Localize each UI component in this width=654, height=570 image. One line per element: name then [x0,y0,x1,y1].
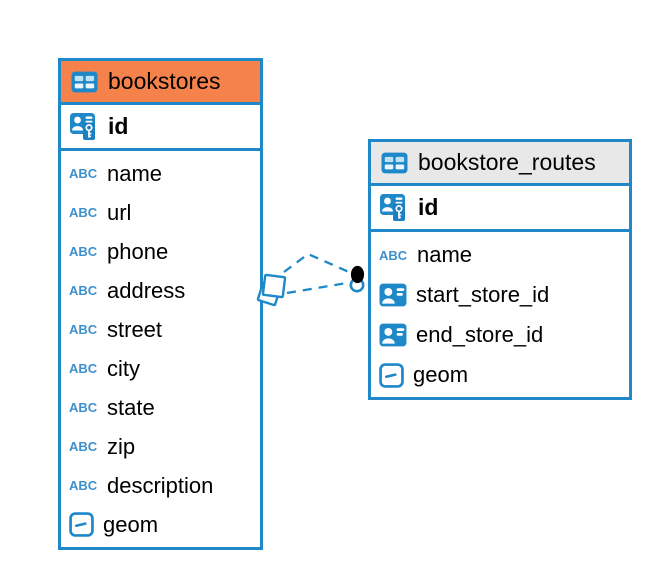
column-name: description [107,472,214,498]
text-type-icon: ABC [69,361,98,376]
relationship-connector[interactable] [283,252,350,295]
table-bookstores[interactable]: bookstores id ABC name ABC url ABC phone… [58,58,263,550]
table-icon [381,152,408,174]
primary-key-icon [69,112,99,141]
column-name: url [107,199,132,225]
column-name: geom [413,362,469,387]
column-row-geom[interactable]: geom [61,505,260,544]
text-type-icon: ABC [69,322,98,337]
column-name: address [107,277,186,303]
column-row-name[interactable]: ABC name [61,154,260,193]
table-title: bookstore_routes [418,149,596,175]
column-row-id[interactable]: id [371,186,629,232]
column-row-street[interactable]: ABC street [61,310,260,349]
text-type-icon: ABC [379,247,408,263]
column-name: start_store_id [416,282,550,307]
relationship-line-lower [286,281,348,295]
column-row-description[interactable]: ABC description [61,466,260,505]
column-name: geom [103,511,159,537]
text-type-icon: ABC [69,400,98,415]
text-type-icon: ABC [69,244,98,259]
column-name: end_store_id [416,322,544,347]
dot-anchor-icon [349,265,365,293]
column-row-city[interactable]: ABC city [61,349,260,388]
column-row-zip[interactable]: ABC zip [61,427,260,466]
column-row-geom[interactable]: geom [371,355,629,395]
table-title: bookstores [108,68,221,94]
column-name: zip [107,433,136,459]
column-name: id [108,113,129,139]
column-name: id [418,194,439,220]
reference-type-icon [379,323,407,347]
column-list: ABC name ABC url ABC phone ABC address A… [61,151,260,544]
column-name: phone [107,238,169,264]
column-name: street [107,316,163,342]
text-type-icon: ABC [69,283,98,298]
column-row-name[interactable]: ABC name [371,235,629,275]
column-name: city [107,355,140,381]
table-bookstores-header[interactable]: bookstores [61,61,260,105]
text-type-icon: ABC [69,439,98,454]
text-type-icon: ABC [69,166,98,181]
column-name: state [107,394,155,420]
column-name: name [417,242,473,267]
reference-type-icon [379,283,407,307]
column-row-id[interactable]: id [61,105,260,151]
column-row-url[interactable]: ABC url [61,193,260,232]
table-bookstore-routes-header[interactable]: bookstore_routes [371,142,629,186]
column-row-phone[interactable]: ABC phone [61,232,260,271]
text-type-icon: ABC [69,205,98,220]
table-bookstore-routes[interactable]: bookstore_routes id ABC name start_store… [368,139,632,400]
object-type-icon [379,363,404,388]
table-icon [71,71,98,93]
column-row-start-store-id[interactable]: start_store_id [371,275,629,315]
primary-key-icon [379,193,409,222]
relationship-line-upper [283,252,350,274]
object-type-icon [69,512,94,537]
column-row-state[interactable]: ABC state [61,388,260,427]
column-name: name [107,160,163,186]
column-row-end-store-id[interactable]: end_store_id [371,315,629,355]
text-type-icon: ABC [69,478,98,493]
column-list: ABC name start_store_id end_store_id geo… [371,232,629,395]
column-row-address[interactable]: ABC address [61,271,260,310]
